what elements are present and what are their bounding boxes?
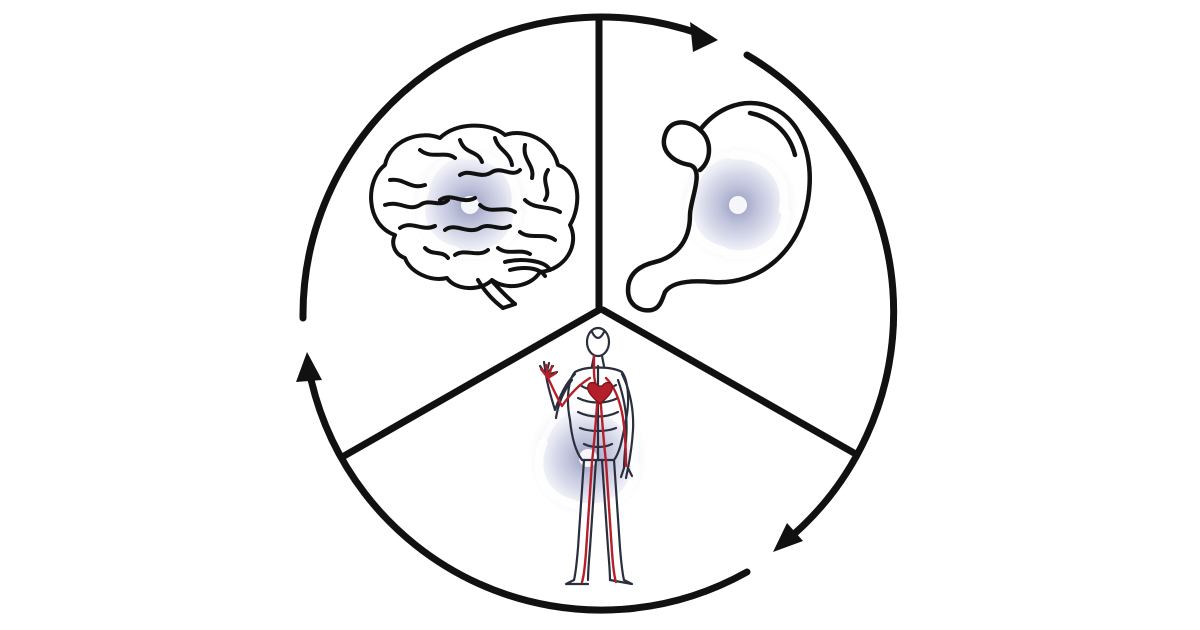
cycle-arc-bottom [306, 371, 751, 614]
heart-icon [587, 381, 613, 405]
divider-right [599, 306, 858, 457]
segment-dividers [340, 16, 858, 460]
arrow-head-right [773, 523, 803, 552]
divider-left [340, 306, 603, 460]
circulatory-system-icon [528, 326, 648, 586]
cycle-ring [299, 13, 898, 614]
arrow-head-left [296, 352, 322, 382]
brain-icon [369, 123, 580, 310]
cycle-arc-top [299, 13, 704, 322]
arrow-head-top [690, 22, 718, 52]
stomach-icon [625, 100, 812, 313]
cycle-arc-right [743, 51, 898, 545]
